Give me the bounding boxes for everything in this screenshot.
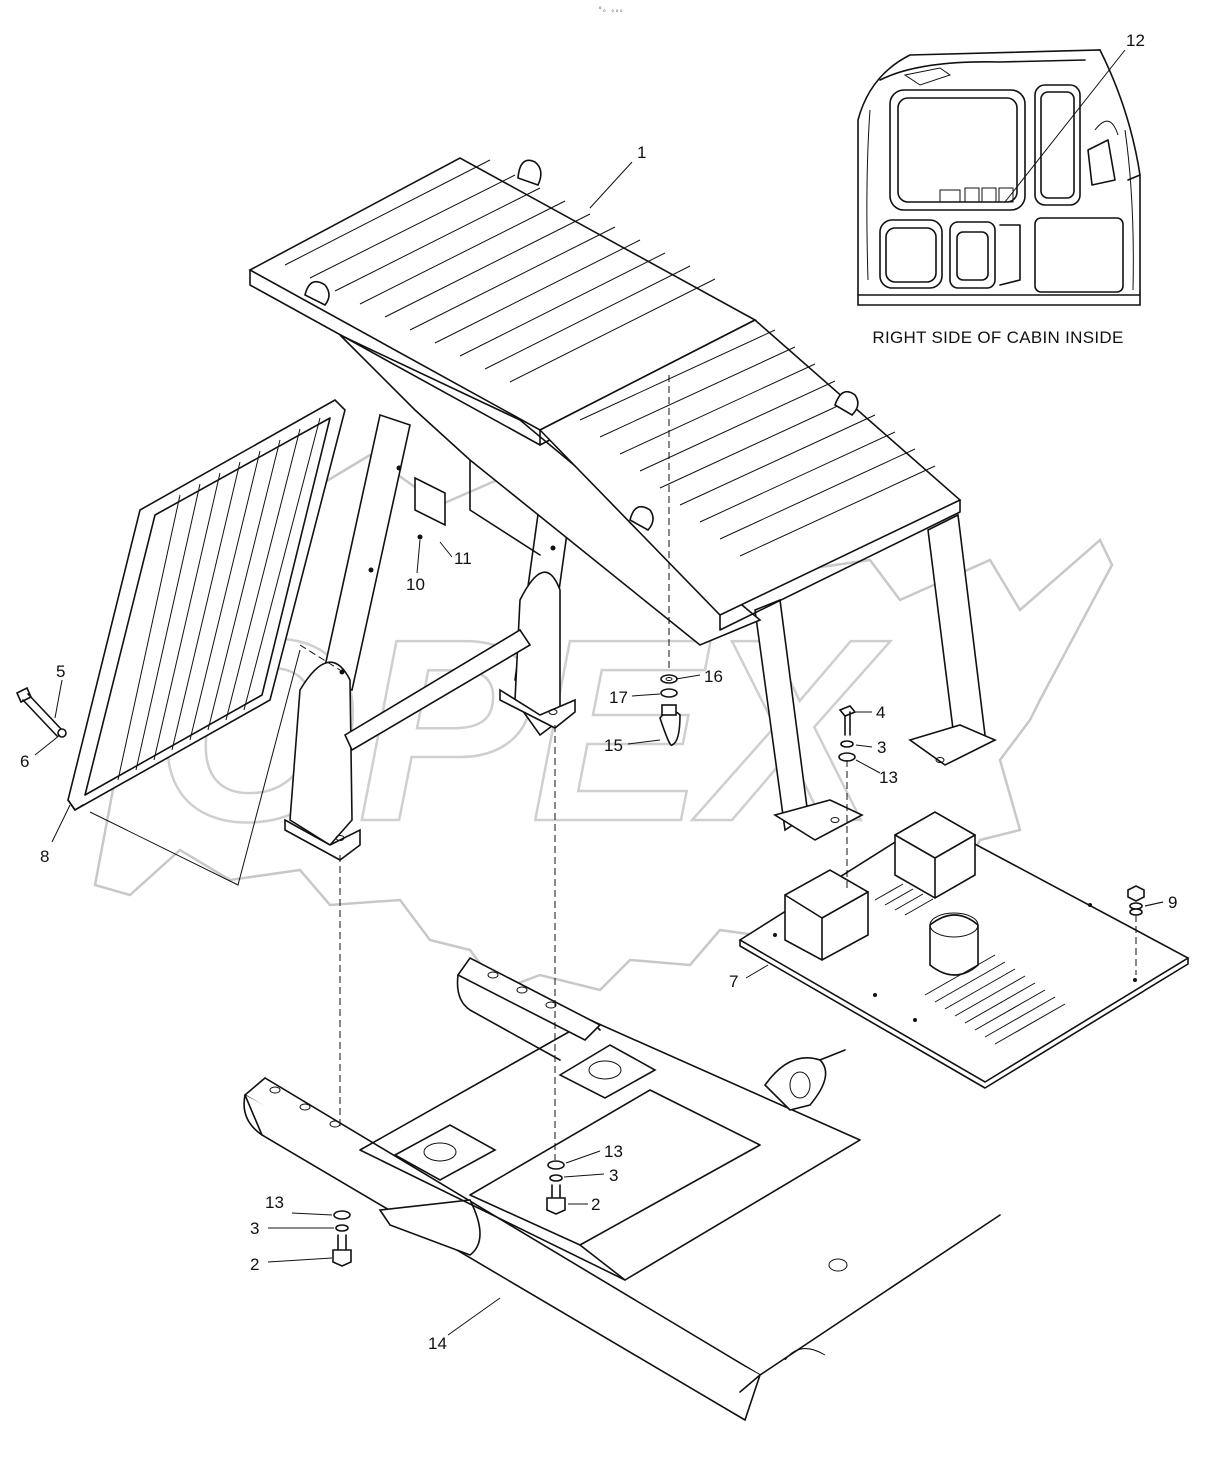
callout-13-top: 13	[879, 768, 898, 787]
corner-mark: °ₒ ₒₒₒ	[598, 6, 623, 14]
inset-caption: RIGHT SIDE OF CABIN INSIDE	[872, 328, 1123, 347]
lifting-eye-icon	[517, 159, 542, 186]
callout-10: 10	[406, 575, 425, 594]
floor-plate-slots	[874, 883, 1066, 1045]
callout-3-left: 3	[250, 1219, 259, 1238]
callout-11: 11	[454, 549, 472, 568]
callout-2-left: 2	[250, 1255, 259, 1274]
floor-plate	[738, 811, 1190, 1089]
callout-1: 1	[637, 143, 646, 162]
bolt-9	[1127, 885, 1145, 916]
callout-16: 16	[704, 667, 723, 686]
top-grid-slats	[284, 159, 716, 383]
callout-3-top: 3	[877, 738, 886, 757]
side-screen	[67, 399, 346, 812]
rops-frame	[248, 157, 997, 861]
leader-lines	[34, 49, 1164, 1336]
cushion-15	[659, 674, 681, 747]
callout-4: 4	[876, 703, 885, 722]
front-grid-slats	[579, 329, 936, 557]
bolt-2-left	[332, 1210, 352, 1267]
cabin-inset	[857, 49, 1141, 306]
assembly-lines	[299, 375, 1137, 1160]
lifting-eye-icon	[629, 505, 654, 532]
bolt-2-right	[546, 1160, 566, 1215]
callout-7: 7	[729, 972, 738, 991]
callout-8: 8	[40, 847, 49, 866]
callout-9: 9	[1168, 893, 1177, 912]
lifting-eye-icon	[834, 390, 859, 417]
callout-13-left: 13	[265, 1193, 284, 1212]
callout-3-right: 3	[609, 1166, 618, 1185]
callout-15: 15	[604, 736, 623, 755]
callout-12: 12	[1126, 31, 1145, 50]
side-screen-bars	[117, 417, 321, 781]
callout-6: 6	[20, 752, 29, 771]
callout-13-right: 13	[604, 1142, 623, 1161]
callout-17: 17	[609, 688, 628, 707]
callout-2-right: 2	[591, 1195, 600, 1214]
callouts: 1 2 2 3 3 3 4 5 6 7 8 9 10 11 12 13 13 1…	[20, 31, 1177, 1353]
callout-14: 14	[428, 1334, 447, 1353]
bolt-5	[15, 686, 67, 738]
lifting-eye-icon	[304, 280, 330, 307]
base-frame	[243, 956, 1001, 1422]
callout-5: 5	[56, 662, 65, 681]
